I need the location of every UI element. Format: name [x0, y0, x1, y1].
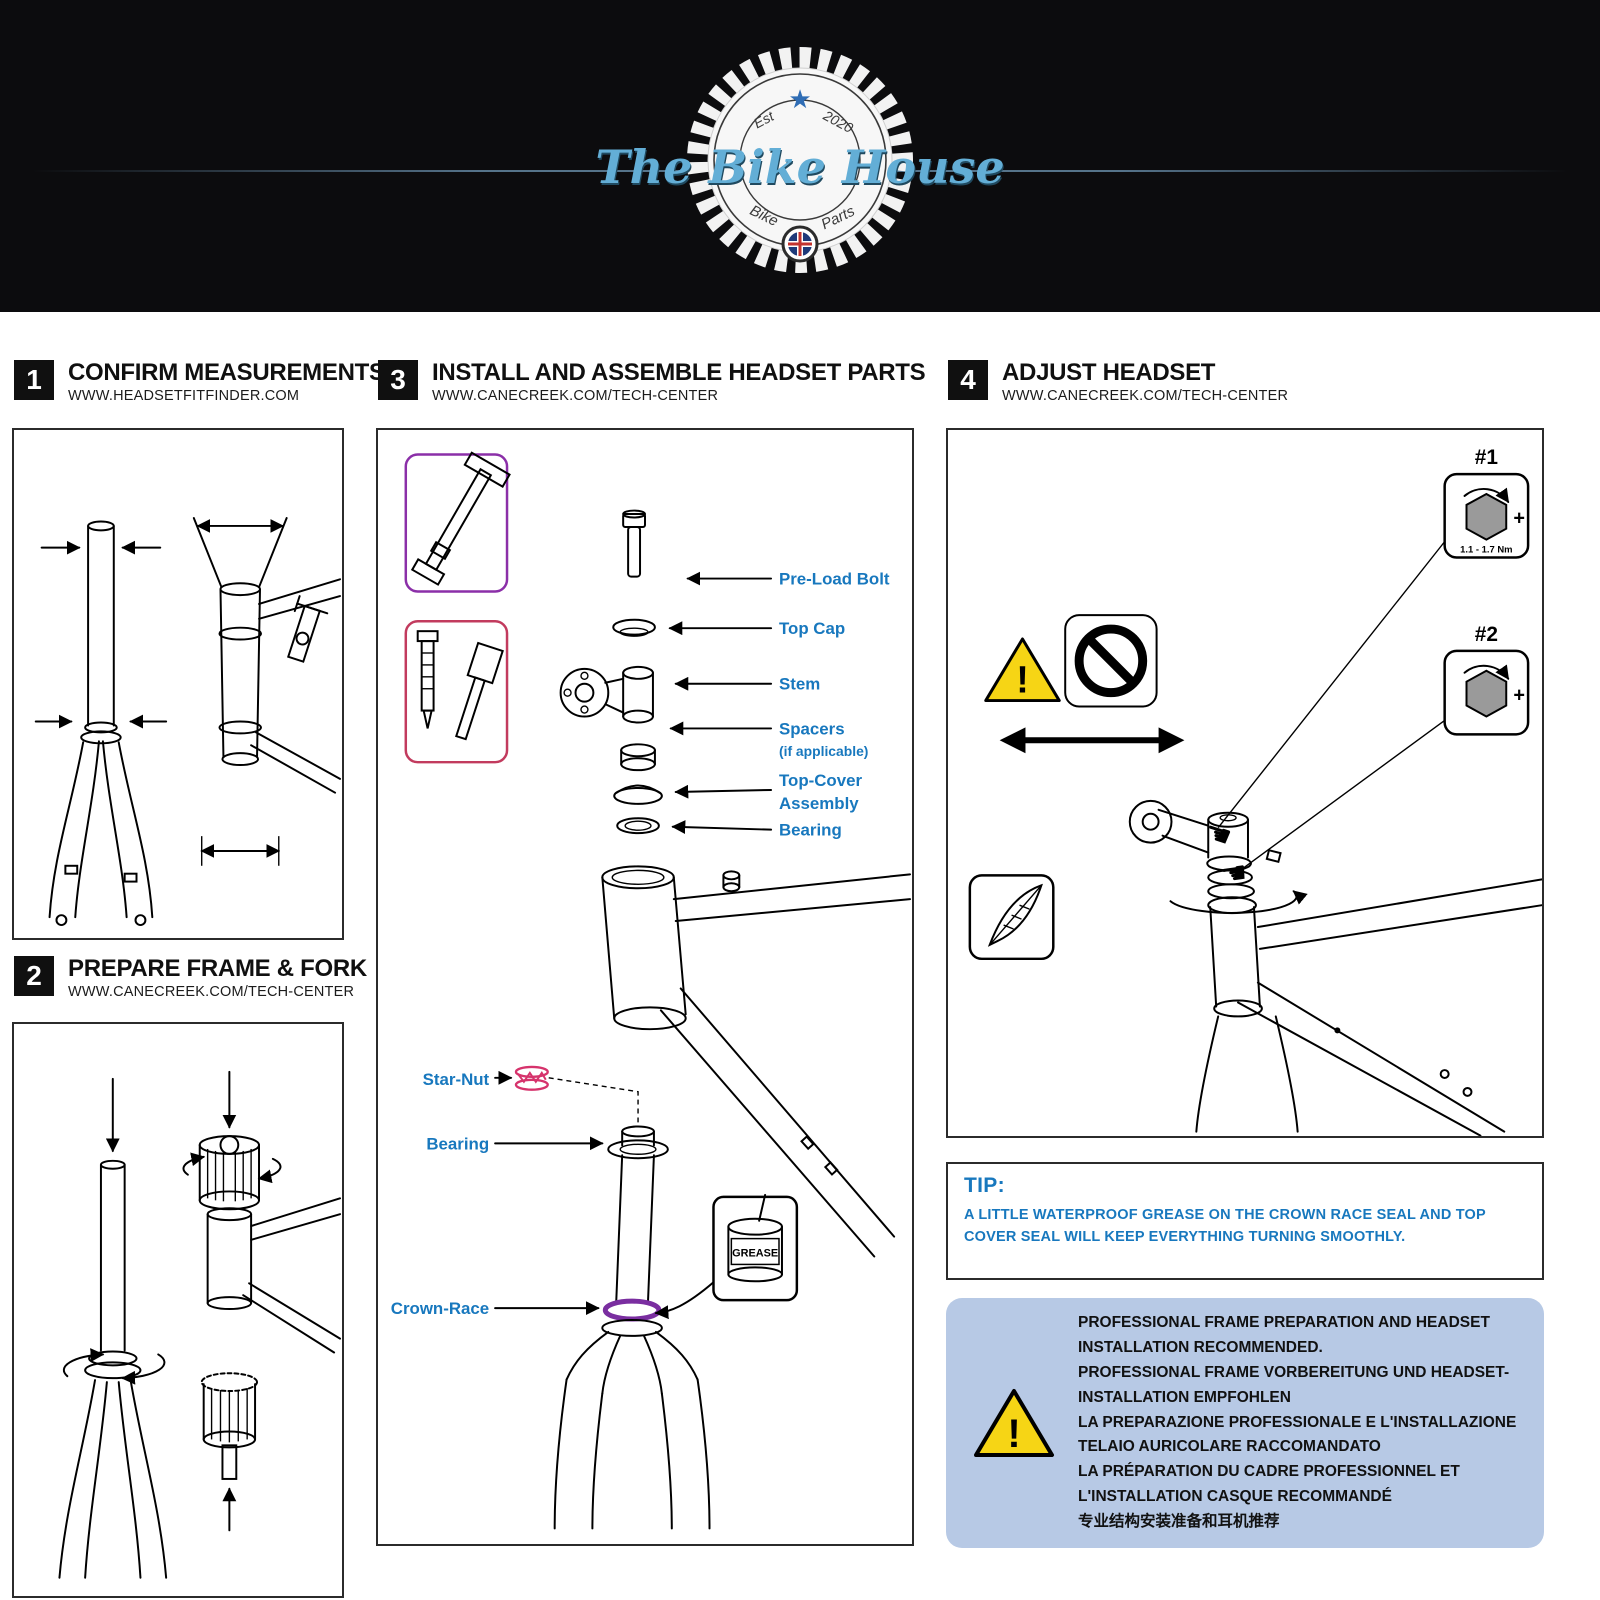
label-spacers: Spacers [779, 719, 845, 738]
feather-icon [968, 874, 1055, 961]
notice-line: PROFESSIONAL FRAME VORBEREITUNG UND HEAD… [1078, 1364, 1510, 1381]
head-tube-measure-drawing [192, 517, 342, 866]
headset-adjust-drawing: ☚ ☚ [1128, 799, 1542, 1136]
fork-steerer-drawing [34, 520, 168, 927]
pointing-hand-icon: ☚ [1219, 856, 1250, 892]
svg-text:!: ! [1016, 659, 1029, 701]
pointing-hand-icon: ☚ [1200, 815, 1236, 855]
plus-icon: + [1513, 508, 1525, 530]
warning-triangle-icon: ! [984, 637, 1061, 703]
star-nut-guide-line [548, 1077, 639, 1128]
stem-drawing [559, 665, 654, 724]
torque1-label: #1 [1475, 446, 1499, 469]
label-top-cap: Top Cap [779, 619, 845, 638]
tip-box: TIP: A LITTLE WATERPROOF GREASE ON THE C… [946, 1162, 1544, 1280]
star-nut-setter-tool-box [404, 451, 511, 593]
brand-title: The Bike House [595, 140, 1005, 194]
uk-flag-roundel-icon [781, 225, 819, 263]
label-top-cover-2: Assembly [779, 794, 859, 813]
exploded-headset-drawing [559, 509, 663, 835]
frame-headtube-drawing [601, 865, 912, 1258]
step4-title: ADJUST HEADSET [1002, 359, 1216, 386]
label-stem: Stem [779, 675, 820, 694]
svg-text:!: ! [1007, 1412, 1020, 1456]
no-symbol-icon [1064, 614, 1158, 708]
frame-detail-dot [1334, 1027, 1341, 1034]
step3-header: 3 INSTALL AND ASSEMBLE HEADSET PARTS WWW… [378, 359, 926, 405]
step4-panel: #1 + 1.1 - 1.7 Nm #2 + ! [946, 428, 1544, 1138]
plus-icon: + [1513, 685, 1525, 707]
step2-url: WWW.CANECREEK.COM/TECH-CENTER [68, 984, 355, 1001]
side-to-side-arrow-icon [999, 727, 1185, 754]
star-nut-drawing [514, 1065, 549, 1091]
notice-line: INSTALLATION EMPFOHLEN [1078, 1388, 1291, 1406]
step4-header: 4 ADJUST HEADSET WWW.CANECREEK.COM/TECH-… [948, 360, 1288, 404]
step3-part-labels: Pre-Load Bolt Top Cap Stem Spacers (if a… [668, 570, 890, 840]
label-spacers-note: (if applicable) [779, 743, 868, 759]
step2-title: PREPARE FRAME & FORK [68, 955, 367, 982]
torque-value: 1.1 - 1.7 Nm [1460, 544, 1512, 555]
step2-diagram [58, 1070, 342, 1579]
step3-number: 3 [378, 360, 418, 400]
star-icon: ★ [788, 84, 811, 114]
step3-left-labels: Star-Nut Bearing Crown-Race [391, 1070, 604, 1318]
step3-diagram: Pre-Load Bolt Top Cap Stem Spacers (if a… [391, 451, 912, 1530]
label-pre-load-bolt: Pre-Load Bolt [779, 570, 890, 589]
caliper-icon [287, 595, 329, 663]
step1-panel [12, 428, 344, 940]
notice-line: TELAIO AURICOLARE RACCOMANDATO [1078, 1438, 1381, 1456]
torque-step2-icon: #2 + [1443, 623, 1530, 736]
crown-race-setter-tool-box [404, 619, 509, 764]
notice-line: PROFESSIONAL FRAME PREPARATION AND HEADS… [1078, 1314, 1490, 1332]
crown-race-part [602, 1298, 662, 1322]
hex-bolt-icon [1465, 492, 1508, 541]
step2-number: 2 [14, 956, 54, 996]
step1-number: 1 [14, 360, 54, 400]
chainring-logo-icon: ★ Est 2020 Bike Parts [687, 47, 913, 273]
notice-line: L'INSTALLATION CASQUE RECOMMANDÉ [1078, 1487, 1392, 1505]
notice-box: ! PROFESSIONAL FRAME PREPARATION AND HEA… [946, 1298, 1544, 1548]
grease-label: GREASE [732, 1247, 778, 1259]
step1-url: WWW.HEADSETFITFINDER.COM [68, 388, 300, 405]
grease-can-icon: GREASE [712, 1193, 799, 1302]
label-star-nut: Star-Nut [423, 1070, 490, 1089]
step1-title: CONFIRM MEASUREMENTS [68, 359, 385, 386]
tip-body: A LITTLE WATERPROOF GREASE ON THE CROWN … [964, 1207, 1486, 1246]
header-band: ★ Est 2020 Bike Parts The Bike House [0, 0, 1600, 312]
notice-line: LA PREPARAZIONE PROFESSIONALE E L'INSTAL… [1078, 1413, 1517, 1431]
label-crown-race: Crown-Race [391, 1299, 489, 1318]
step1-header: 1 CONFIRM MEASUREMENTS WWW.HEADSETFITFIN… [14, 360, 385, 404]
notice-line: 专业结构安装准备和耳机推荐 [1078, 1512, 1280, 1530]
connector-line-1 [1217, 541, 1446, 829]
label-top-cover-1: Top-Cover [779, 771, 862, 790]
notice-line: INSTALLATION RECOMMENDED. [1078, 1339, 1323, 1357]
torque-step1-icon: #1 + 1.1 - 1.7 Nm [1443, 446, 1530, 559]
label-bearing-lower: Bearing [426, 1134, 489, 1153]
hex-bolt-icon [1465, 669, 1508, 718]
notice-text: PROFESSIONAL FRAME PREPARATION AND HEADS… [1078, 1311, 1516, 1534]
step4-diagram: #1 + 1.1 - 1.7 Nm #2 + ! [968, 446, 1542, 1136]
step3-panel: Pre-Load Bolt Top Cap Stem Spacers (if a… [376, 428, 914, 1546]
step4-number: 4 [948, 360, 988, 400]
warning-triangle-icon: ! [974, 1389, 1054, 1457]
connector-line-2 [1235, 719, 1446, 874]
step3-title: INSTALL AND ASSEMBLE HEADSET PARTS [432, 359, 926, 386]
tip-heading: TIP: [964, 1174, 1005, 1197]
step1-diagram [34, 517, 342, 927]
brand-logo: ★ Est 2020 Bike Parts [650, 8, 950, 308]
step4-url: WWW.CANECREEK.COM/TECH-CENTER [1002, 388, 1289, 405]
fork-crown-race-drawing [58, 1077, 168, 1579]
step2-header: 2 PREPARE FRAME & FORK WWW.CANECREEK.COM… [14, 956, 367, 1000]
step3-url: WWW.CANECREEK.COM/TECH-CENTER [432, 388, 719, 405]
step2-panel [12, 1022, 344, 1598]
notice-line: LA PRÉPARATION DU CADRE PROFESSIONNEL ET [1078, 1463, 1460, 1481]
label-bearing-top: Bearing [779, 821, 842, 840]
torque2-label: #2 [1475, 623, 1498, 646]
grease-apply-arrow [654, 1281, 715, 1320]
headtube-press-tools-drawing [182, 1070, 342, 1532]
fork-steerer-assembly-drawing [553, 1125, 711, 1530]
